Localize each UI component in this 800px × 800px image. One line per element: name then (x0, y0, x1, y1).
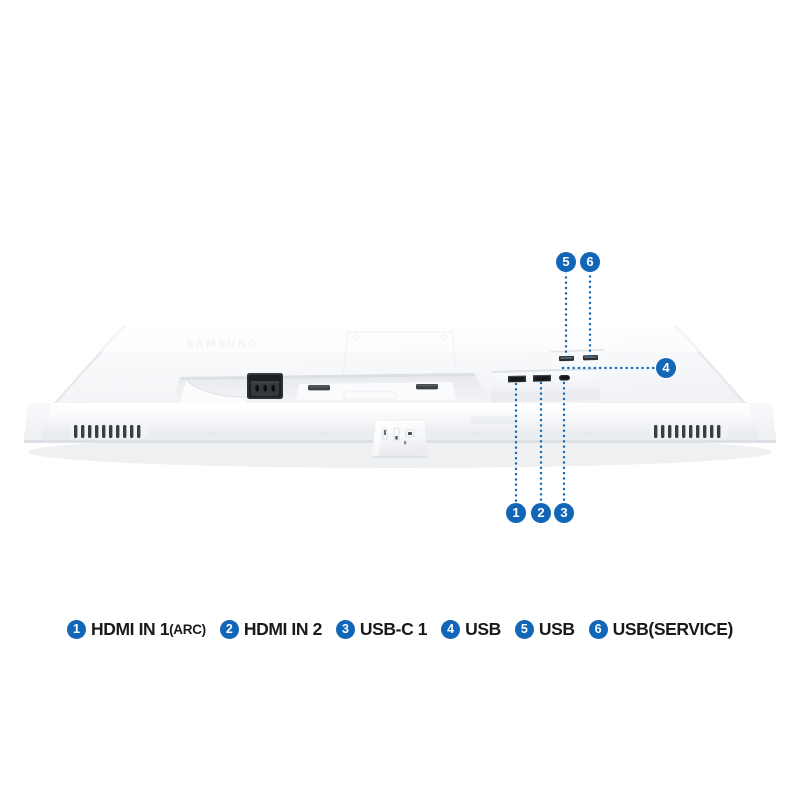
legend-item-usb-4: 4 USB (441, 619, 501, 640)
legend-badge-6: 6 (588, 619, 608, 639)
legend-label-3: USB-C 1 (359, 618, 428, 639)
callout-leader-lines (514, 270, 658, 505)
legend-badge-3: 3 (335, 619, 355, 639)
usb-c-port-icon (559, 374, 570, 381)
power-socket-icon (247, 373, 283, 399)
stand-neck (372, 421, 428, 458)
legend-label-5: USB (538, 618, 575, 639)
callout-marker-4[interactable]: 4 (656, 358, 676, 378)
samsung-logo: SAMSUNG MONITOR (186, 338, 259, 359)
legend-item-usb-service: 6 USB(SERVICE) (588, 618, 734, 640)
legend-label-6: USB(SERVICE) (612, 618, 734, 639)
vent-grille-icon (650, 424, 728, 438)
legend-badge-1: 1 (67, 619, 87, 639)
side-port-cluster (549, 349, 606, 368)
vent-grille-icon (70, 424, 148, 438)
legend-item-usb-c-1: 3 USB-C 1 (335, 618, 428, 640)
callout-marker-2[interactable]: 2 (531, 503, 551, 523)
callout-marker-3[interactable]: 3 (554, 503, 574, 523)
hdmi-port-icon (508, 375, 526, 383)
legend-badge-5: 5 (514, 619, 534, 639)
legend-label-2: HDMI IN 2 (243, 618, 322, 639)
callout-marker-5[interactable]: 5 (556, 252, 576, 272)
legend-suffix-1: (ARC) (169, 621, 206, 637)
legend-badge-2: 2 (219, 619, 239, 639)
legend-badge-4: 4 (441, 619, 461, 639)
svg-text:MONITOR: MONITOR (190, 353, 221, 359)
legend-label-4: USB (465, 618, 501, 639)
legend-item-hdmi-in-1: 1 HDMI IN 1 (ARC) (67, 619, 206, 640)
svg-text:SAMSUNG: SAMSUNG (186, 338, 259, 350)
legend-label-1: HDMI IN 1 (91, 618, 170, 639)
bottom-edge-marks (204, 432, 596, 434)
port-legend: 1 HDMI IN 1 (ARC) 2 HDMI IN 2 3 USB-C 1 … (0, 612, 800, 646)
usb-port-icon (582, 355, 599, 361)
stand-mount-recess (172, 373, 494, 406)
legend-item-usb-5: 5 USB (514, 618, 575, 640)
legend-item-hdmi-in-2: 2 HDMI IN 2 (219, 618, 322, 640)
secondary-vent-icon (470, 416, 516, 424)
callout-marker-1[interactable]: 1 (506, 503, 526, 523)
hdmi-port-icon (533, 374, 551, 382)
callout-marker-6[interactable]: 6 (580, 252, 600, 272)
main-port-bay (490, 368, 600, 402)
